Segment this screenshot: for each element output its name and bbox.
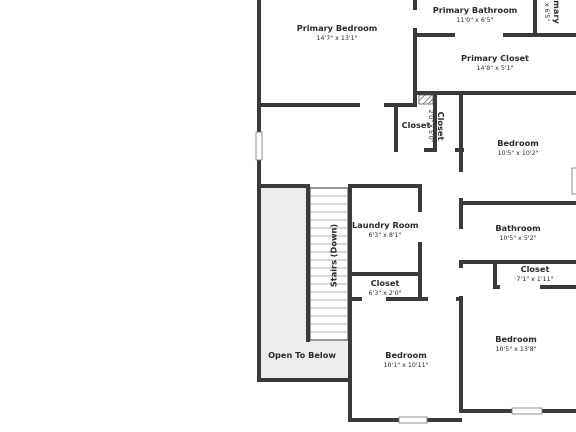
room-dims: 14'8" x 5'1" [476, 65, 514, 72]
room-dims: x 6'5" [543, 2, 550, 22]
hatch-mark [418, 94, 434, 105]
room-dims: 10'5" x 5'2" [499, 235, 537, 242]
room-name: Bedroom [495, 334, 537, 344]
room-closet-small: Closet 2'0" x 5'0" [426, 106, 446, 146]
room-name: Bedroom [385, 350, 427, 360]
room-name: mary [552, 0, 562, 24]
room-name: Stairs (Down) [328, 223, 339, 288]
room-name: Primary Closet [461, 53, 529, 63]
room-bedroom-south: Bedroom 10'1" x 10'11" [366, 350, 446, 370]
door-openings [360, 10, 540, 301]
windows [255, 131, 576, 424]
room-name: Closet [401, 120, 431, 130]
room-name: Closet [370, 278, 400, 288]
room-name: Primary Bathroom [432, 5, 518, 15]
room-dims: 6'3" x 2'0" [368, 290, 402, 297]
room-dims: 14'7" x 13'1" [316, 35, 358, 42]
room-primary-bathroom: Primary Bathroom 11'0" x 6'5" [425, 5, 525, 25]
room-bathroom: Bathroom 10'5" x 5'2" [478, 223, 558, 243]
stairs-treads [309, 187, 349, 341]
room-dims: 10'5" x 10'2" [497, 150, 539, 157]
room-name: Closet [520, 264, 550, 274]
room-name: Open To Below [268, 350, 336, 360]
room-name: Bedroom [497, 138, 539, 148]
room-closet-bedroom: Closet 7'1" x 1'11" [500, 264, 570, 284]
room-cut-off: mary x 6'5" [542, 0, 562, 27]
room-dims: 10'1" x 10'11" [383, 362, 429, 369]
room-bedroom-east: Bedroom 10'5" x 10'2" [478, 138, 558, 158]
room-dims: 11'0" x 6'5" [456, 17, 494, 24]
room-stairs: Stairs (Down) [329, 216, 340, 296]
room-dims: 2'0" x 5'0" [427, 109, 434, 143]
room-dims: 7'1" x 1'11" [516, 276, 554, 283]
room-dims: 6'3" x 8'1" [368, 232, 402, 239]
room-primary-closet: Primary Closet 14'8" x 5'1" [440, 53, 550, 73]
room-bedroom-southeast: Bedroom 10'5" x 13'8" [476, 334, 556, 354]
room-closet-laundry: Closet 6'3" x 2'0" [352, 278, 418, 298]
room-name: Bathroom [495, 223, 541, 233]
room-open-to-below: Open To Below [262, 350, 342, 361]
room-name: Primary Bedroom [296, 23, 378, 33]
room-closet-hall: Closet [398, 120, 434, 131]
room-name: Laundry Room [352, 220, 419, 230]
room-name: Closet [436, 111, 446, 141]
room-primary-bedroom: Primary Bedroom 14'7" x 13'1" [287, 23, 387, 43]
room-dims: 10'5" x 13'8" [495, 346, 537, 353]
room-laundry: Laundry Room 6'3" x 8'1" [352, 220, 419, 240]
